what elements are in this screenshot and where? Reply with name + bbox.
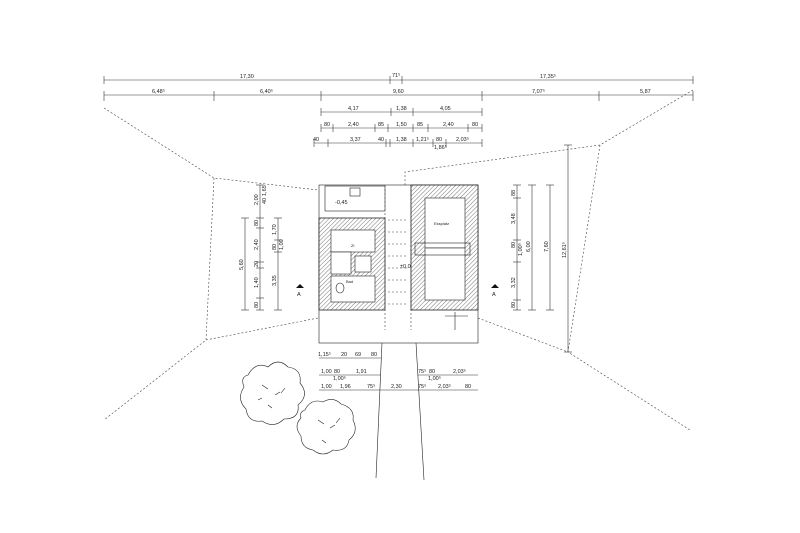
dim-label: 1,00 — [321, 384, 332, 390]
dim-label: 80 — [254, 220, 260, 226]
dim-label: 69 — [355, 352, 361, 358]
dim-label: 2,00 — [254, 194, 260, 205]
dim-label: 2,40 — [348, 122, 359, 128]
dim-label: 80 — [465, 384, 471, 390]
dim-label: 1,15⁵ — [318, 351, 331, 358]
dim-label: 5,60 — [239, 259, 245, 270]
section-marks: A A — [296, 284, 499, 298]
dim-label: 1,70 — [272, 224, 278, 235]
dim-label: 80 — [272, 244, 278, 250]
dim-label: 2,40 — [443, 122, 454, 128]
access-path — [375, 342, 425, 481]
dim-label: 3,48 — [511, 213, 517, 224]
bottom-dimensions: 1,15⁵ 20 69 80 1,00 80 1,00⁵ 1,91 75⁵ 80… — [318, 351, 478, 391]
dim-label: 2,40 — [254, 239, 260, 250]
dim-label: 1,00 — [321, 369, 332, 375]
dim-label: 80 — [429, 369, 435, 375]
dim-label: 17,30 — [240, 74, 254, 80]
dim-label: 75⁵ — [418, 368, 426, 375]
dim-label: 1,86⁵ — [434, 144, 447, 151]
dim-label: 1,00 — [279, 239, 285, 250]
dim-label: 80 — [254, 302, 260, 308]
dim-label: 80 — [324, 122, 330, 128]
dim-label: 75⁵ — [367, 383, 375, 390]
dim-label: 1,38 — [396, 137, 407, 143]
dim-label: 3,32 — [511, 277, 517, 288]
dim-label: 80 — [436, 137, 442, 143]
building: -0,45 Zi Bad ±0,00 Essplatz — [318, 184, 479, 344]
dim-label: 2,03⁵ — [453, 368, 466, 375]
dim-label: 12,61⁵ — [561, 242, 568, 258]
dim-label: 40 — [378, 137, 384, 143]
dim-label: 1,00⁵ — [428, 375, 441, 382]
right-dimensions: 88 3,48 80 1,00⁵ 3,32 80 6,00 7,60 12,61… — [511, 144, 572, 353]
dim-label: 1,40 — [254, 277, 260, 288]
dim-label: 75⁵ — [418, 383, 426, 390]
room-label: Essplatz — [434, 221, 449, 226]
tree-icon — [240, 361, 305, 425]
dim-label: 40 — [313, 137, 319, 143]
dim-label: 80 — [511, 302, 517, 308]
dim-label: 6,00 — [526, 241, 532, 252]
dim-label: 4,17 — [348, 106, 359, 112]
dim-label: 2,30 — [391, 384, 402, 390]
dim-label: 2,03⁵ — [456, 136, 469, 143]
left-dimensions: 5,60 2,00 80 2,40 20 1,40 80 40 1,65 1,7… — [239, 184, 285, 311]
dim-label: 1,50 — [396, 122, 407, 128]
dim-label: 71⁵ — [392, 72, 400, 79]
level-label: -0,45 — [335, 200, 348, 206]
dim-label: 80 — [511, 242, 517, 248]
room-label: Zi — [351, 243, 354, 248]
dim-label: 85 — [417, 122, 423, 128]
dim-label: 6,40⁵ — [260, 88, 273, 95]
room-label: Bad — [346, 279, 353, 284]
top-dimensions: 17,30 71⁵ 17,35⁵ 6,48⁵ 6,40⁵ 9,60 7,07⁵ … — [103, 72, 694, 151]
dim-label: 20 — [341, 352, 347, 358]
dim-label: 9,60 — [393, 89, 404, 95]
dim-label: 80 — [334, 369, 340, 375]
section-mark-label: A — [492, 292, 496, 298]
dim-label: 17,35⁵ — [540, 73, 556, 80]
dim-label: 40 — [262, 198, 268, 204]
dim-label: 1,00⁵ — [333, 375, 346, 382]
section-mark-label: A — [297, 292, 301, 298]
dim-label: 3,35 — [272, 275, 278, 286]
dim-label: 88 — [511, 190, 517, 196]
dim-label: 2,03⁵ — [438, 383, 451, 390]
dim-label: 1,91 — [356, 369, 367, 375]
dim-label: 3,37 — [350, 137, 361, 143]
dim-label: 5,87 — [640, 89, 651, 95]
dim-label: 85 — [378, 122, 384, 128]
tree-icon — [296, 399, 356, 455]
dim-label: 7,07⁵ — [532, 88, 545, 95]
dim-label: 1,21⁵ — [416, 136, 429, 143]
dim-label: 80 — [371, 352, 377, 358]
dim-label: 1,65 — [262, 185, 268, 196]
dim-label: 4,05 — [440, 106, 451, 112]
dim-label: 20 — [254, 261, 260, 267]
dim-label: 7,60 — [544, 241, 550, 252]
dim-label: 6,48⁵ — [152, 88, 165, 95]
level-label: ±0,00 — [400, 264, 414, 270]
dim-label: 1,38 — [396, 106, 407, 112]
dim-label: 1,00⁵ — [517, 243, 524, 256]
dim-label: 1,96 — [340, 384, 351, 390]
entrance-stairs: ±0,00 — [384, 185, 414, 330]
dim-label: 80 — [472, 122, 478, 128]
